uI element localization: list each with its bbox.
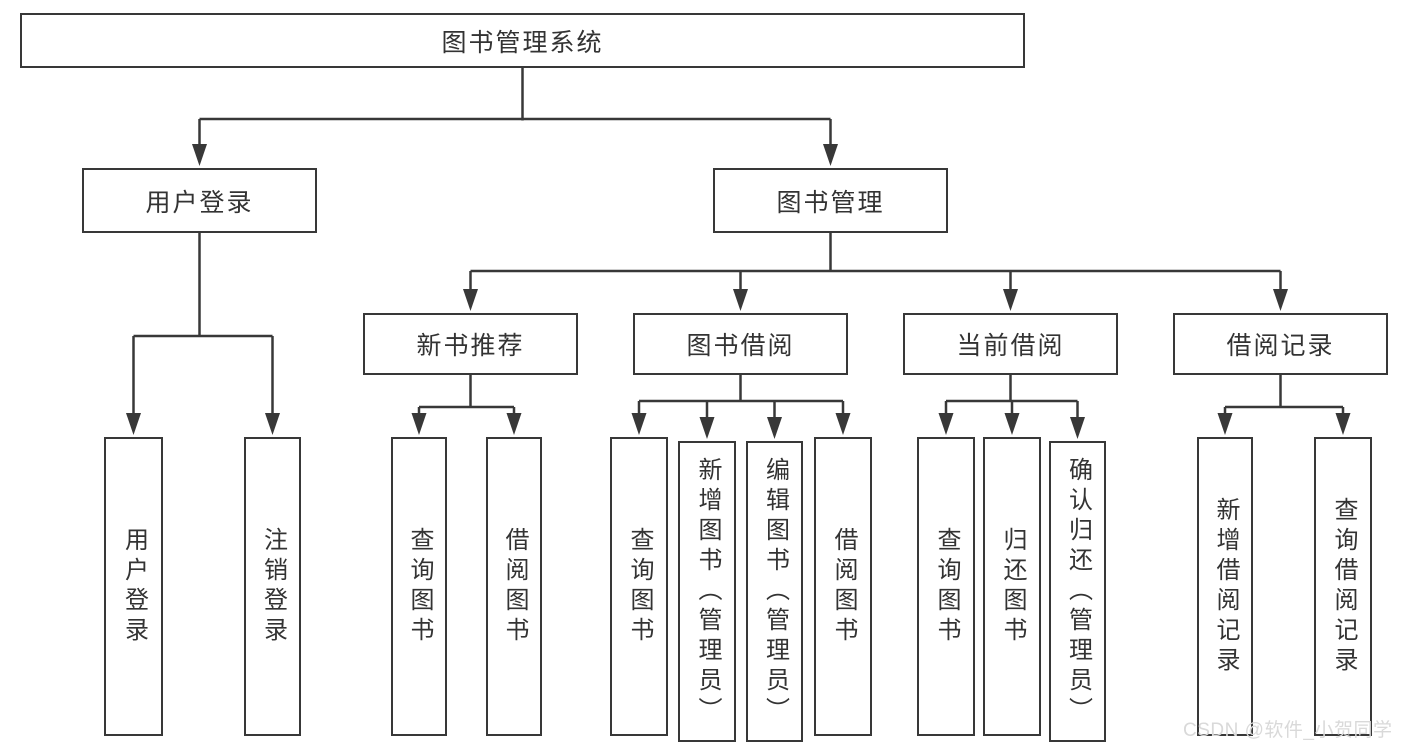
node-book-management: 图书管理 — [713, 168, 948, 233]
leaf-edit-book-admin: 编辑图书（管理员） — [746, 441, 803, 742]
node-current-borrow: 当前借阅 — [903, 313, 1118, 375]
leaf-add-borrow-record: 新增借阅记录 — [1197, 437, 1253, 736]
leaf-borrow-book: 借阅图书 — [486, 437, 542, 736]
node-user-login: 用户登录 — [82, 168, 317, 233]
node-borrow-record: 借阅记录 — [1173, 313, 1388, 375]
leaf-query-book: 查询图书 — [391, 437, 447, 736]
leaf-return-book: 归还图书 — [983, 437, 1041, 736]
leaf-query-borrow-record: 查询借阅记录 — [1314, 437, 1372, 736]
node-library-management-system: 图书管理系统 — [20, 13, 1025, 68]
node-new-book-recommend: 新书推荐 — [363, 313, 578, 375]
leaf-borrow-book: 借阅图书 — [814, 437, 872, 736]
leaf-add-book-admin: 新增图书（管理员） — [678, 441, 736, 742]
leaf-logout: 注销登录 — [244, 437, 301, 736]
leaf-query-book: 查询图书 — [917, 437, 975, 736]
csdn-watermark: CSDN @软件_小贺同学 — [1183, 720, 1393, 741]
node-book-borrow: 图书借阅 — [633, 313, 848, 375]
leaf-query-book: 查询图书 — [610, 437, 668, 736]
leaf-user-login: 用户登录 — [104, 437, 163, 736]
leaf-confirm-return-admin: 确认归还（管理员） — [1049, 441, 1106, 742]
